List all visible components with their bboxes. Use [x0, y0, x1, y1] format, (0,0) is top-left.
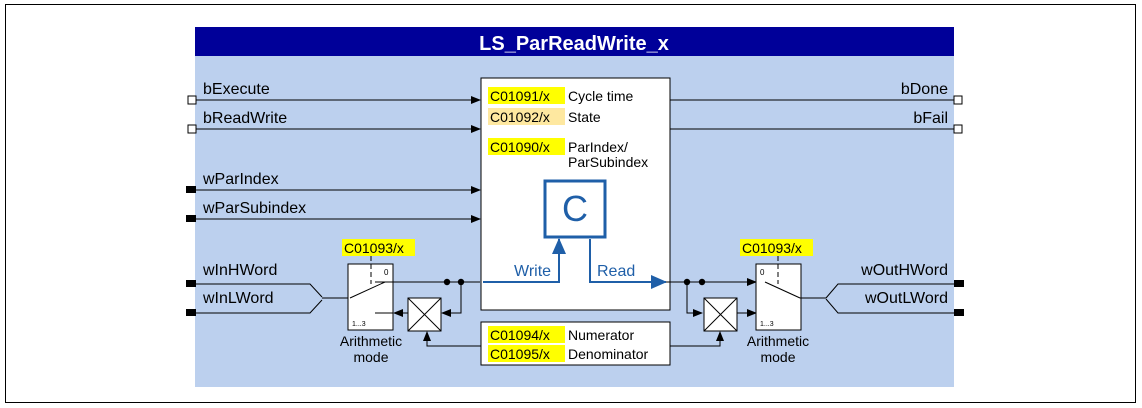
wouthword-port [954, 280, 964, 287]
cycle-code: C01091/x [490, 88, 550, 104]
left-switch-pos-range: 1...3 [352, 321, 366, 328]
left-junction-2 [443, 278, 451, 286]
c-function-box [543, 179, 607, 239]
wparindex-label: wParIndex [202, 171, 279, 188]
right-mode-code-highlight [740, 239, 813, 256]
title-bar [195, 27, 954, 56]
parindex-code-highlight [488, 138, 565, 155]
left-junction-1 [457, 278, 465, 286]
right-switch-pos-0: 0 [760, 268, 765, 277]
left-mode-code: C01093/x [344, 240, 404, 256]
right-mode-code: C01093/x [742, 240, 802, 256]
numerator-code: C01094/x [490, 327, 550, 343]
bdone-label: bDone [901, 81, 948, 98]
winlword-port [186, 309, 196, 316]
breadwrite-label: bReadWrite [203, 110, 287, 127]
winlword-bus [196, 299, 323, 314]
diagram-frame [5, 4, 1136, 403]
c-function-symbol: C [562, 188, 588, 229]
bexecute-label: bExecute [203, 81, 270, 98]
wparindex-port [186, 186, 196, 193]
numerator-label: Numerator [568, 327, 634, 343]
left-mode-caption-2: mode [353, 349, 388, 365]
parindex-label-2: ParSubindex [568, 154, 648, 170]
cycle-code-highlight [488, 87, 565, 104]
left-switch-lever [349, 281, 386, 299]
write-flow-line [483, 238, 566, 283]
bexecute-port [187, 95, 197, 105]
woutlword-bus [825, 298, 954, 314]
right-multiplier-cross-b [703, 297, 738, 332]
winhword-port [186, 280, 196, 287]
woutlword-label: wOutLWord [864, 290, 948, 307]
left-mode-code-highlight [342, 239, 415, 256]
left-feedback [441, 282, 462, 317]
parindex-label-1: ParIndex/ [568, 139, 628, 155]
wouthword-bus [825, 283, 954, 299]
left-multiplier-cross-b [407, 297, 442, 332]
winhword-label: wInHWord [202, 262, 277, 279]
denominator-label: Denominator [568, 346, 648, 362]
scaling-to-left [423, 331, 481, 347]
right-junction-2 [698, 278, 706, 286]
scaling-to-right [670, 331, 724, 347]
wparsubindex-label: wParSubindex [202, 200, 306, 217]
read-label: Read [597, 263, 635, 280]
bdone-port [953, 95, 963, 105]
cycle-label: Cycle time [568, 88, 634, 104]
read-flow-line [589, 239, 667, 289]
state-label: State [568, 109, 601, 125]
parindex-code: C01090/x [490, 139, 550, 155]
right-mode-caption-2: mode [760, 349, 795, 365]
breadwrite-port [187, 124, 197, 134]
wparsubindex-port [186, 215, 196, 222]
left-mode-caption-1: Arithmetic [340, 333, 402, 349]
block-title: LS_ParReadWrite_x [479, 33, 669, 55]
winlword-label: wInLWord [202, 290, 274, 307]
denominator-code-highlight [488, 345, 565, 362]
state-code-highlight [488, 108, 565, 125]
woutlword-port [954, 309, 964, 316]
right-feedback [686, 282, 703, 317]
denominator-code: C01095/x [490, 346, 550, 362]
left-switch-pos-0: 0 [384, 268, 389, 277]
bfail-label: bFail [913, 110, 948, 127]
write-label: Write [514, 263, 551, 280]
bfail-port [953, 124, 963, 134]
winhword-bus [196, 283, 323, 298]
wouthword-label: wOutHWord [860, 262, 948, 279]
state-code: C01092/x [490, 109, 550, 125]
right-switch-lever [764, 281, 801, 299]
right-mode-caption-1: Arithmetic [747, 333, 809, 349]
right-switch-pos-range: 1...3 [760, 321, 774, 328]
numerator-code-highlight [488, 326, 565, 343]
